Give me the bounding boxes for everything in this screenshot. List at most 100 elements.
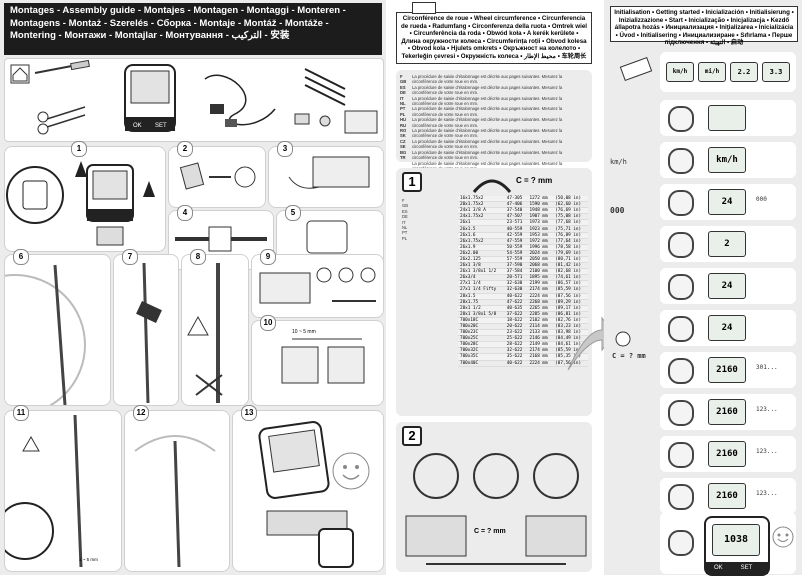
table-cell: 1953 mm xyxy=(527,232,554,239)
table-cell: 700x18C xyxy=(458,317,505,324)
table-cell: 2114 mm xyxy=(527,323,554,331)
parts-illustration: OK SET xyxy=(10,59,378,135)
table-cell: 2268 mm xyxy=(527,299,554,306)
press-button[interactable] xyxy=(668,274,694,300)
step-one-badge: 1 xyxy=(402,172,422,192)
reset-button[interactable] xyxy=(668,530,694,556)
init-screen: 24 xyxy=(708,315,746,341)
init-step-row: 2 xyxy=(660,226,796,262)
home-icon xyxy=(10,64,30,84)
press-button[interactable] xyxy=(668,358,694,384)
table-cell: 28-622 xyxy=(504,341,528,349)
table-cell: (80,71 in) xyxy=(553,256,588,264)
table-cell: 40-622 xyxy=(504,293,528,300)
table-cell: 700x32C xyxy=(458,347,505,355)
table-cell: 37-540 xyxy=(504,207,528,215)
wheel-panel: Circonférence de roue • Wheel circumfere… xyxy=(392,0,596,575)
step-10-box: 10 10 ~ 5 mm xyxy=(251,315,384,406)
table-cell: 2224 mm xyxy=(527,293,554,300)
table-cell: 20x1.75x2 xyxy=(458,201,505,209)
table-cell: 32-630 xyxy=(504,286,528,294)
init-step-row: 24 xyxy=(660,310,796,346)
table-cell: 50-559 xyxy=(504,244,528,251)
table-cell: (86,81 in) xyxy=(553,311,588,318)
unit-screens-row: km/h mi/h 2.2 3.3 xyxy=(660,52,796,92)
table-cell: (84,49 in) xyxy=(553,335,588,343)
smiley-icon xyxy=(332,452,370,490)
step-number: 13 xyxy=(241,405,257,421)
table-cell: 1907 mm xyxy=(527,213,554,221)
table-cell: (74,61 in) xyxy=(553,274,588,282)
table-cell: 32-630 xyxy=(504,280,528,288)
table-cell: (89,29 in) xyxy=(553,299,588,306)
press-button[interactable] xyxy=(668,484,694,510)
init-screen xyxy=(708,105,746,131)
press-button[interactable] xyxy=(668,316,694,342)
init-screen: 2160 xyxy=(708,399,746,425)
smiley-icon xyxy=(772,526,794,548)
table-cell: (75,08 in) xyxy=(553,213,588,221)
press-button[interactable] xyxy=(668,190,694,216)
init-side-value: 301... xyxy=(756,364,778,371)
table-cell: 28x1.5 xyxy=(458,293,505,300)
table-cell: (89,17 in) xyxy=(553,305,588,312)
table-cell: 37-584 xyxy=(504,268,528,276)
parts-box: OK SET xyxy=(4,58,384,142)
sensor-icon xyxy=(619,56,653,82)
ok-label: OK xyxy=(714,565,723,571)
table-cell: 1948 mm xyxy=(527,207,554,215)
table-cell: 700x25C xyxy=(458,335,505,343)
init-side-value: 000 xyxy=(756,196,767,203)
magnet-icon xyxy=(294,113,331,127)
table-cell: 20-622 xyxy=(504,323,528,331)
table-cell: 40-559 xyxy=(504,225,528,233)
icon-000: 000 xyxy=(610,206,625,215)
step-11-illustration xyxy=(5,414,83,568)
warning-icon xyxy=(22,435,40,452)
press-button[interactable] xyxy=(668,232,694,258)
step-two-badge: 2 xyxy=(402,426,422,446)
step-1-box: 1 xyxy=(4,141,166,252)
table-cell: 700x35C xyxy=(458,353,505,361)
press-button[interactable] xyxy=(668,442,694,468)
wheel-icon xyxy=(615,331,631,347)
table-cell: 2068 mm xyxy=(527,262,554,270)
press-button[interactable] xyxy=(668,148,694,174)
header-line-1: Montages - Assembly guide - Montajes - M… xyxy=(10,5,346,16)
screwdriver-icon xyxy=(34,59,90,74)
step-number: 6 xyxy=(13,249,29,265)
table-cell: 26x1.6 xyxy=(458,232,505,239)
press-button[interactable] xyxy=(668,106,694,132)
step-13-box: 13 xyxy=(232,405,384,572)
table-cell: (85,59 in) xyxy=(553,286,588,294)
step-number: 10 xyxy=(260,315,276,331)
table-cell: 24x1 3/8 A xyxy=(458,207,505,215)
table-cell: 18-622 xyxy=(504,317,528,324)
table-cell: 28x1.75 xyxy=(458,299,505,306)
computer-unit-icon xyxy=(124,64,176,132)
init-step-row xyxy=(660,100,796,136)
press-button[interactable] xyxy=(668,400,694,426)
init-side-value: 123... xyxy=(756,448,778,455)
table-cell: 700x28C xyxy=(458,341,505,349)
table-cell: (62,60 in) xyxy=(553,201,588,209)
table-cell: 700x20C xyxy=(458,323,505,331)
rubber-pad-icon xyxy=(344,110,378,134)
step-7-box: 7 xyxy=(113,249,179,406)
